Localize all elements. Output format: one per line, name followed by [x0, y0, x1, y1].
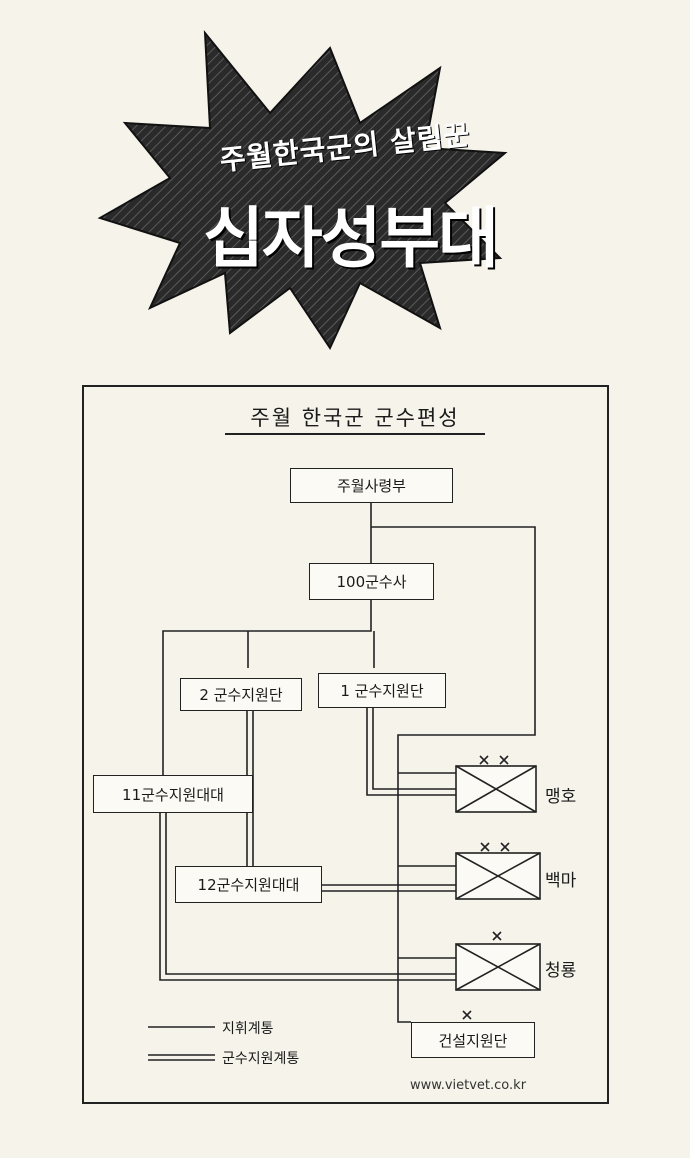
node-battalion-11: 11군수지원대대	[93, 775, 253, 813]
header-starburst	[97, 29, 508, 351]
construction-marker	[462, 1010, 472, 1020]
header-title: 십자성부대	[203, 200, 499, 277]
legend-logistics-line	[148, 1054, 215, 1061]
node-support-command: 100군수사	[309, 563, 434, 600]
unit-label-maengho: 맹호	[545, 787, 577, 807]
node-construction: 건설지원단	[411, 1022, 535, 1058]
unit-symbol-cheongryong	[455, 931, 541, 991]
unit-symbol-maengho	[455, 755, 537, 813]
unit-symbol-baekma	[455, 842, 541, 900]
logistics-lines	[159, 708, 456, 981]
unit-label-cheongryong: 청룡	[545, 961, 577, 981]
diagram-frame	[82, 385, 609, 1104]
diagram-title: 주월 한국군 군수편성	[250, 406, 460, 430]
legend-command-label: 지휘계통	[222, 1021, 274, 1037]
watermark: www.vietvet.co.kr	[410, 1078, 527, 1093]
diagram-title-underline	[225, 433, 485, 435]
node-group-2: 2 군수지원단	[180, 678, 302, 711]
unit-label-baekma: 백마	[545, 871, 577, 891]
node-battalion-12: 12군수지원대대	[175, 866, 322, 903]
legend-logistics-label: 군수지원계통	[222, 1051, 300, 1067]
node-command: 주월사령부	[290, 468, 453, 503]
command-lines	[162, 502, 536, 1023]
node-group-1: 1 군수지원단	[318, 673, 446, 708]
